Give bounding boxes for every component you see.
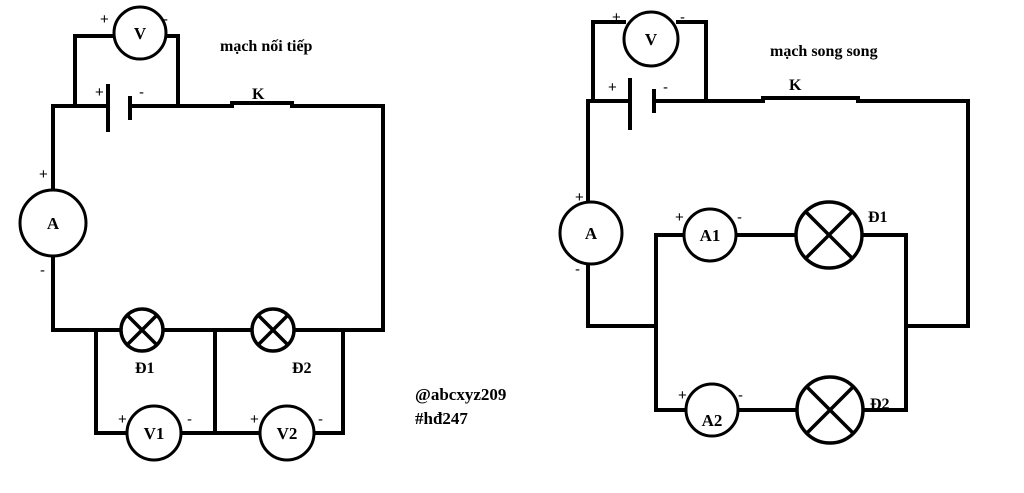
series-circuit: V + - + - K mạch nối tiếp A + - Đ1 Đ2 (18, 5, 385, 462)
voltmeter-top: V + - (100, 5, 168, 61)
ammeter-parallel: A + - (558, 189, 624, 278)
ammeter-label: A (585, 224, 598, 243)
plus-sign: + (100, 11, 109, 28)
battery-minus: - (139, 84, 144, 101)
lamp-d1-label: Đ1 (135, 360, 155, 377)
lamp-d1-parallel: Đ1 (794, 200, 888, 270)
voltmeter-v1: V1 + - (118, 404, 192, 462)
ammeter-a1-label: A1 (700, 226, 721, 245)
voltmeter-v2: V2 + - (250, 404, 323, 462)
series-title: mạch nối tiếp (220, 38, 313, 55)
switch-label: K (252, 86, 265, 103)
ammeter-minus: - (40, 262, 45, 279)
voltmeter-label: V (645, 30, 658, 49)
minus-sign: - (680, 9, 685, 26)
series-wires (51, 34, 385, 435)
a2-minus: - (738, 387, 743, 404)
voltmeter-v2-label: V2 (277, 424, 298, 443)
battery-parallel (628, 78, 656, 130)
battery-plus: + (608, 79, 617, 96)
lamp-d1: Đ1 (119, 307, 165, 377)
battery-plus: + (95, 84, 104, 101)
lamp-d2: Đ2 (250, 307, 312, 377)
lamp-d1-label: Đ1 (868, 209, 888, 226)
lamp-d2-label: Đ2 (292, 360, 312, 377)
a1-minus: - (737, 209, 742, 226)
ammeter-plus: + (39, 166, 48, 183)
v1-plus: + (118, 411, 127, 428)
voltmeter-top-parallel: V + - (612, 9, 685, 68)
plus-sign: + (612, 9, 621, 26)
ammeter-a1: A1 + - (675, 207, 742, 263)
v1-minus: - (187, 411, 192, 428)
lamp-d2-label: Đ2 (870, 396, 890, 413)
v2-minus: - (318, 411, 323, 428)
ammeter: A + - (18, 166, 88, 279)
lamp-d2-parallel: Đ2 (795, 375, 890, 445)
parallel-wires (586, 20, 970, 412)
ammeter-plus: + (575, 189, 584, 206)
voltmeter-label: V (134, 24, 147, 43)
v2-plus: + (250, 411, 259, 428)
a2-plus: + (678, 387, 687, 404)
signature: @abcxyz209 #hđ247 (415, 385, 506, 428)
minus-sign: - (163, 11, 168, 28)
parallel-circuit: + - V + - K mạch song song A + - A1 + - (558, 9, 970, 445)
a1-plus: + (675, 209, 684, 226)
ammeter-a2: A2 + - (678, 382, 743, 438)
signature-tag: #hđ247 (415, 409, 468, 428)
ammeter-minus: - (575, 261, 580, 278)
parallel-title: mạch song song (770, 43, 878, 60)
battery (106, 84, 132, 132)
voltmeter-v1-label: V1 (144, 424, 165, 443)
battery-minus: - (663, 79, 668, 96)
ammeter-a2-label: A2 (702, 411, 723, 430)
ammeter-label: A (47, 214, 60, 233)
signature-handle: @abcxyz209 (415, 385, 506, 404)
switch-label: K (789, 77, 802, 94)
